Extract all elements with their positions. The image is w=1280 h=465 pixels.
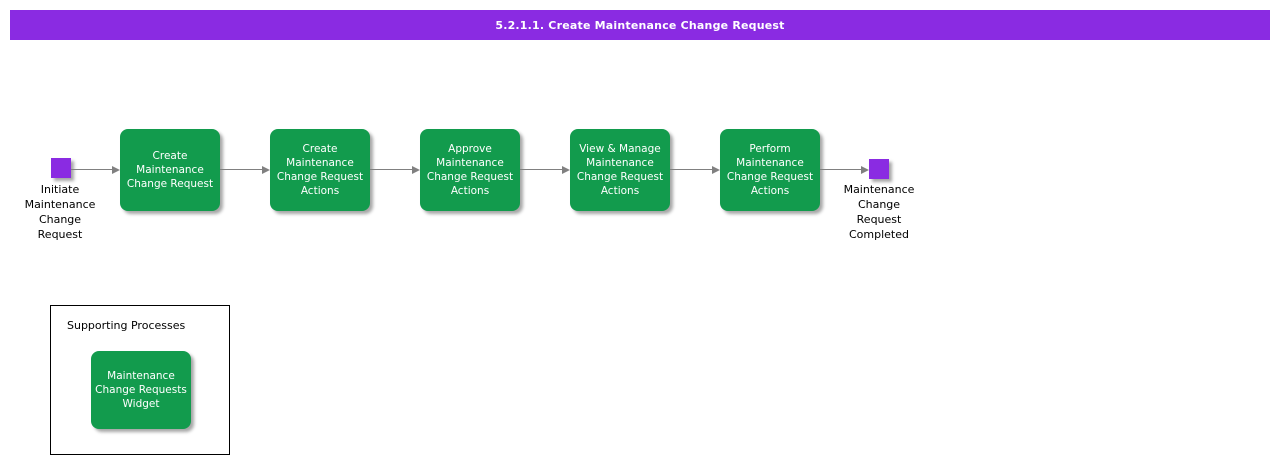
task-create-maintenance-change-request-actions[interactable]: Create Maintenance Change Request Action… — [270, 129, 370, 211]
task-perform-maintenance-change-request-actions[interactable]: Perform Maintenance Change Request Actio… — [720, 129, 820, 211]
flow-connector-4 — [520, 165, 570, 174]
task-label: Perform Maintenance Change Request Actio… — [726, 143, 814, 197]
start-event-marker — [51, 158, 71, 178]
connector-line — [71, 169, 112, 170]
task-label: Approve Maintenance Change Request Actio… — [426, 143, 514, 197]
connector-line — [220, 169, 262, 170]
flow-connector-5 — [670, 165, 720, 174]
flow-connector-1 — [71, 165, 120, 174]
connector-line — [670, 169, 712, 170]
end-event-marker — [869, 159, 889, 179]
arrow-head-icon — [861, 165, 869, 174]
task-label: View & Manage Maintenance Change Request… — [576, 143, 664, 197]
arrow-head-icon — [412, 165, 420, 174]
task-label: Create Maintenance Change Request Action… — [276, 143, 364, 197]
flow-connector-3 — [370, 165, 420, 174]
task-label: Create Maintenance Change Request — [126, 150, 214, 190]
flow-connector-6 — [820, 165, 869, 174]
supporting-processes-title: Supporting Processes — [67, 319, 186, 332]
supporting-processes-container: Supporting Processes Maintenance Change … — [50, 305, 230, 455]
connector-line — [370, 169, 412, 170]
end-event-label: Maintenance Change Request Completed — [843, 183, 915, 241]
arrow-head-icon — [712, 165, 720, 174]
task-create-maintenance-change-request[interactable]: Create Maintenance Change Request — [120, 129, 220, 211]
task-view-manage-maintenance-change-request-actions[interactable]: View & Manage Maintenance Change Request… — [570, 129, 670, 211]
diagram-title: 5.2.1.1. Create Maintenance Change Reque… — [495, 18, 785, 32]
connector-line — [820, 169, 861, 170]
arrow-head-icon — [262, 165, 270, 174]
arrow-head-icon — [112, 165, 120, 174]
start-event-label: Initiate Maintenance Change Request — [24, 183, 96, 241]
arrow-head-icon — [562, 165, 570, 174]
diagram-title-bar: 5.2.1.1. Create Maintenance Change Reque… — [10, 10, 1270, 40]
flow-connector-2 — [220, 165, 270, 174]
task-approve-maintenance-change-request-actions[interactable]: Approve Maintenance Change Request Actio… — [420, 129, 520, 211]
connector-line — [520, 169, 562, 170]
widget-label: Maintenance Change Requests Widget — [95, 370, 187, 410]
supporting-widget-maintenance-change-requests[interactable]: Maintenance Change Requests Widget — [91, 351, 191, 429]
